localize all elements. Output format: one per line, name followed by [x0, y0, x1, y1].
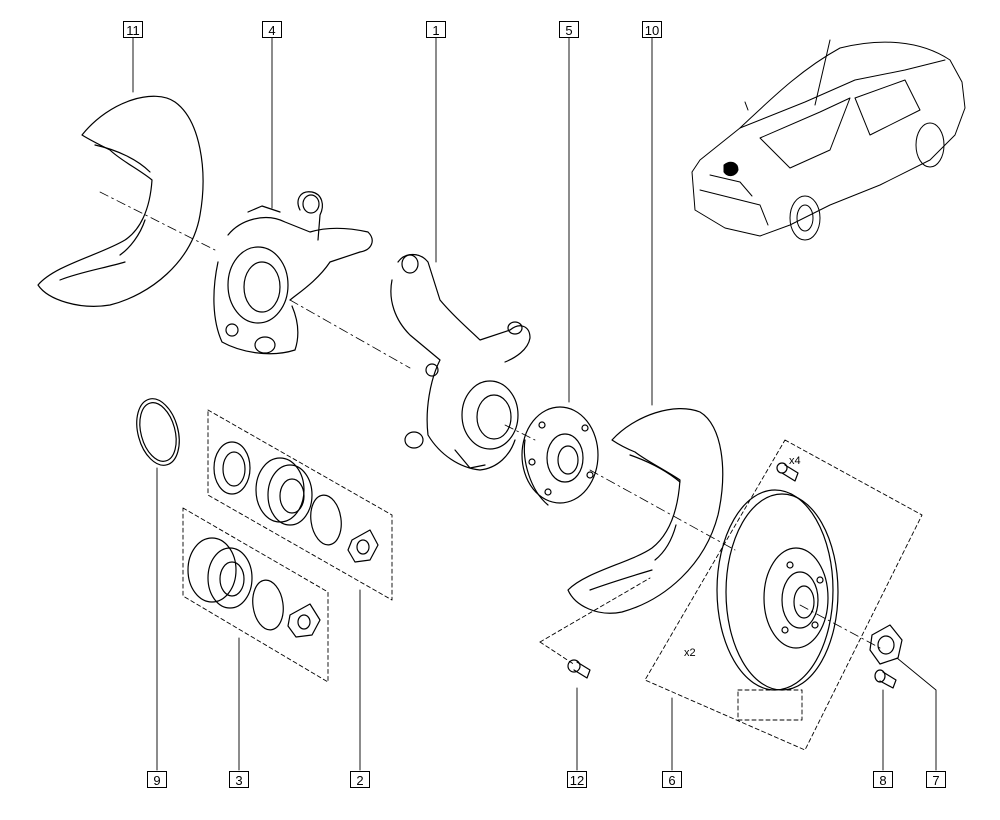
dust-shield-right[interactable] — [567, 408, 724, 614]
quantity-bolt-disc: x2 — [684, 647, 696, 659]
callout-8[interactable]: 8 — [873, 771, 893, 788]
leader-lines — [132, 37, 937, 771]
callout-2[interactable]: 2 — [350, 771, 370, 788]
callout-4[interactable]: 4 — [262, 21, 282, 38]
disc-bolt[interactable] — [874, 669, 897, 689]
callout-10[interactable]: 10 — [642, 21, 662, 38]
brake-disc[interactable] — [716, 489, 839, 691]
circlip[interactable] — [130, 394, 186, 470]
callout-11[interactable]: 11 — [123, 21, 143, 38]
bearing-kit-lower[interactable] — [187, 537, 321, 638]
wheel-hub[interactable] — [521, 406, 599, 506]
callout-9[interactable]: 9 — [147, 771, 167, 788]
dust-shield-left[interactable] — [37, 95, 204, 307]
shield-screw[interactable] — [567, 659, 591, 679]
quantity-bolt-top: x4 — [789, 455, 801, 467]
axis-line — [99, 191, 881, 649]
bearing-kit-upper[interactable] — [213, 441, 379, 563]
callout-6[interactable]: 6 — [662, 771, 682, 788]
caliper-bolt[interactable] — [776, 462, 799, 482]
steering-knuckle-left[interactable] — [213, 191, 373, 355]
dashed-groups — [182, 409, 923, 751]
steering-knuckle-centre[interactable] — [390, 253, 531, 471]
vehicle-illustration — [691, 39, 966, 241]
callout-7[interactable]: 7 — [926, 771, 946, 788]
callout-3[interactable]: 3 — [229, 771, 249, 788]
hub-nut[interactable] — [869, 624, 903, 665]
callout-12[interactable]: 12 — [567, 771, 587, 788]
callout-1[interactable]: 1 — [426, 21, 446, 38]
callout-5[interactable]: 5 — [559, 21, 579, 38]
